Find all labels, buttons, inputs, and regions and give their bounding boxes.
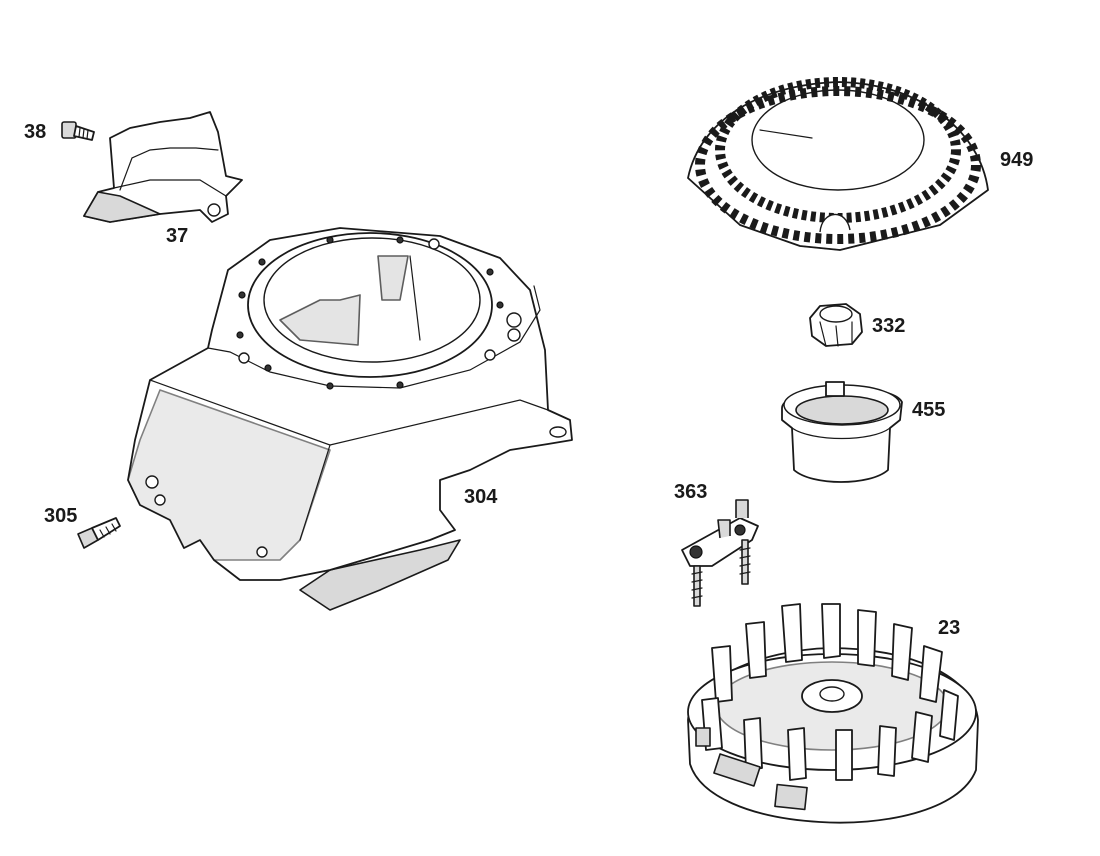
part-label-949: 949	[1000, 149, 1034, 171]
part-label-363: 363	[674, 481, 708, 503]
part-label-455: 455	[912, 399, 946, 421]
part-label-332: 332	[872, 315, 906, 337]
rotating-screen-949-drawing	[687, 77, 989, 251]
flywheel-23-drawing	[687, 603, 979, 824]
bolt-38-drawing	[61, 121, 95, 141]
part-label-305: 305	[44, 505, 78, 527]
starter-cup-455-drawing	[781, 381, 903, 483]
bolt-305-drawing	[77, 517, 121, 549]
part-label-37: 37	[166, 225, 189, 247]
part-label-23: 23	[938, 617, 961, 639]
nut-332-drawing	[809, 303, 863, 347]
blower-housing-304-drawing	[127, 227, 573, 611]
air-guide-37-drawing	[83, 111, 243, 223]
part-label-38: 38	[24, 121, 47, 143]
part-label-304: 304	[464, 486, 498, 508]
stud-363-drawing	[681, 499, 759, 607]
